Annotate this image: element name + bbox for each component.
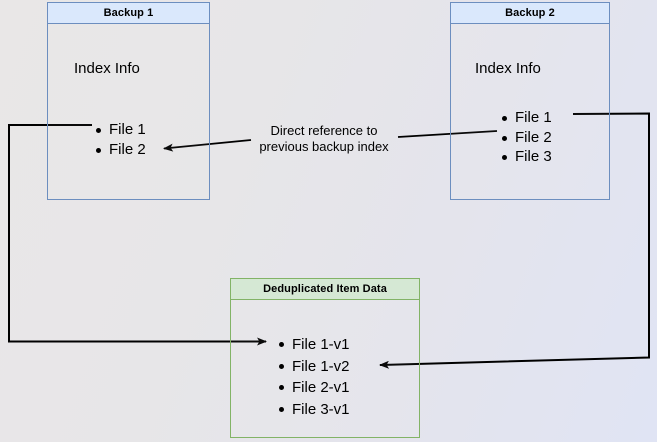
list-item: File 2 xyxy=(93,140,146,160)
backup-2-node[interactable]: Backup 2 Index Info File 1 File 2 File 3 xyxy=(450,2,610,200)
edge-label-line-2: previous backup index xyxy=(259,139,389,154)
list-item: File 1 xyxy=(93,120,146,140)
dedup-file-list: File 1-v1 File 1-v2 File 2-v1 File 3-v1 xyxy=(276,334,350,420)
backup-1-node[interactable]: Backup 1 Index Info File 1 File 2 xyxy=(47,2,210,200)
list-item: File 3 xyxy=(499,147,552,167)
backup-1-file-list: File 1 File 2 xyxy=(93,120,146,159)
list-item: File 1-v2 xyxy=(276,356,350,378)
backup-1-body: Index Info File 1 File 2 xyxy=(47,24,210,200)
list-item: File 2-v1 xyxy=(276,377,350,399)
edge-label-line-1: Direct reference to xyxy=(270,123,378,138)
list-item: File 2 xyxy=(499,128,552,148)
list-item: File 3-v1 xyxy=(276,399,350,421)
list-item: File 1-v1 xyxy=(276,334,350,356)
backup-2-body: Index Info File 1 File 2 File 3 xyxy=(450,24,610,200)
dedup-body: File 1-v1 File 1-v2 File 2-v1 File 3-v1 xyxy=(230,300,420,438)
backup-1-index-label: Index Info xyxy=(74,60,140,77)
dedup-title: Deduplicated Item Data xyxy=(230,278,420,300)
backup-2-index-label: Index Info xyxy=(475,60,541,77)
deduplicated-item-data-node[interactable]: Deduplicated Item Data File 1-v1 File 1-… xyxy=(230,278,420,438)
edge-label-direct-reference: Direct reference to previous backup inde… xyxy=(250,123,398,155)
backup-2-title: Backup 2 xyxy=(450,2,610,24)
backup-1-title: Backup 1 xyxy=(47,2,210,24)
backup-2-file-list: File 1 File 2 File 3 xyxy=(499,108,552,167)
list-item: File 1 xyxy=(499,108,552,128)
